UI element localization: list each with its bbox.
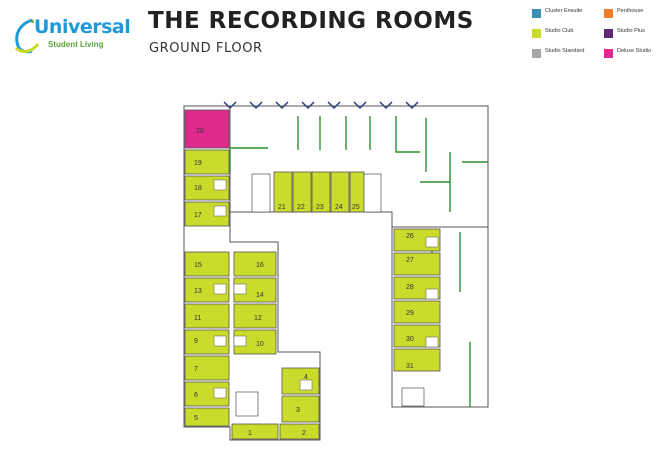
- room-label: 3: [296, 407, 300, 414]
- legend-item: Studio Standard: [532, 48, 598, 58]
- room-label: 15: [194, 262, 202, 269]
- room-label: 21: [278, 204, 286, 211]
- legend-label: Studio Plus: [617, 28, 645, 34]
- room-7[interactable]: [184, 355, 230, 381]
- room-label: 9: [194, 338, 198, 345]
- room-label: 7: [194, 366, 198, 373]
- room-label: 14: [256, 292, 264, 299]
- room-label: 12: [254, 315, 262, 322]
- room-15[interactable]: [184, 251, 230, 277]
- room-label: 27: [406, 257, 414, 264]
- legend-label: Cluster Ensuite: [545, 8, 583, 14]
- room-label: 26: [406, 233, 414, 240]
- room-labels: 20 19 18 17 15 16 13 14 11 12 9 10 7 6 5…: [194, 128, 414, 437]
- room-label: 18: [194, 185, 202, 192]
- room-5[interactable]: [184, 407, 230, 427]
- room-25[interactable]: [349, 171, 365, 213]
- logo-wordmark: Universal: [34, 16, 131, 38]
- legend-label: Studio Club: [545, 28, 574, 34]
- room-label: 19: [194, 160, 202, 167]
- logo-tagline: Student Living: [48, 40, 104, 49]
- room-label: 1: [248, 430, 252, 437]
- room-label: 31: [406, 363, 414, 370]
- room-label: 11: [194, 315, 201, 322]
- legend-item: Deluxe Studio: [604, 48, 670, 58]
- legend-item: Studio Club: [532, 28, 598, 38]
- page-title: THE RECORDING ROOMS: [148, 8, 474, 34]
- room-label: 6: [194, 392, 198, 399]
- room-label: 2: [302, 430, 306, 437]
- logo-swoosh-icon: [14, 18, 40, 54]
- legend-label: Penthouse: [617, 8, 644, 14]
- room-type-legend: Cluster Ensuite Penthouse Studio Club St…: [532, 8, 668, 72]
- room-label: 10: [256, 341, 264, 348]
- legend-label: Studio Standard: [545, 48, 585, 54]
- room-29[interactable]: [393, 300, 441, 324]
- legend-item: Cluster Ensuite: [532, 8, 598, 18]
- legend-swatch: [532, 49, 541, 58]
- legend-label: Deluxe Studio: [617, 48, 652, 54]
- room-label: 16: [256, 262, 264, 269]
- legend-swatch: [604, 9, 613, 18]
- room-31[interactable]: [393, 348, 441, 372]
- room-label: 22: [297, 204, 305, 211]
- room-19[interactable]: [184, 149, 230, 175]
- room-label: 28: [406, 284, 414, 291]
- room-2[interactable]: [279, 423, 320, 440]
- room-label: 4: [304, 374, 308, 381]
- bathroom-pods: [213, 179, 439, 399]
- legend-swatch: [604, 49, 613, 58]
- room-label: 25: [352, 204, 360, 211]
- room-12[interactable]: [233, 303, 277, 329]
- room-3[interactable]: [281, 395, 320, 423]
- window-marks: [223, 101, 419, 110]
- room-23[interactable]: [311, 171, 331, 213]
- legend-item: Penthouse: [604, 8, 670, 18]
- room-27[interactable]: [393, 252, 441, 276]
- legend-swatch: [604, 29, 613, 38]
- room-24[interactable]: [330, 171, 350, 213]
- room-label: 13: [194, 288, 202, 295]
- room-label: 23: [316, 204, 324, 211]
- floor-plan: 20 19 18 17 15 16 13 14 11 12 9 10 7 6 5…: [170, 92, 510, 452]
- legend-swatch: [532, 9, 541, 18]
- room-label: 17: [194, 212, 202, 219]
- room-20[interactable]: [184, 109, 230, 149]
- room-label: 29: [406, 310, 414, 317]
- room-label: 20: [196, 128, 204, 135]
- room-label: 5: [194, 415, 198, 422]
- room-1[interactable]: [231, 423, 279, 440]
- floor-plan-svg: 20 19 18 17 15 16 13 14 11 12 9 10 7 6 5…: [183, 101, 489, 441]
- room-label: 24: [335, 204, 343, 211]
- room-label: 30: [406, 336, 414, 343]
- brand-logo[interactable]: Universal Student Living: [12, 14, 131, 58]
- legend-swatch: [532, 29, 541, 38]
- room-21[interactable]: [273, 171, 293, 213]
- floor-subtitle: GROUND FLOOR: [149, 41, 263, 56]
- room-22[interactable]: [292, 171, 312, 213]
- legend-item: Studio Plus: [604, 28, 670, 38]
- room-11[interactable]: [184, 303, 230, 329]
- room-16[interactable]: [233, 251, 277, 277]
